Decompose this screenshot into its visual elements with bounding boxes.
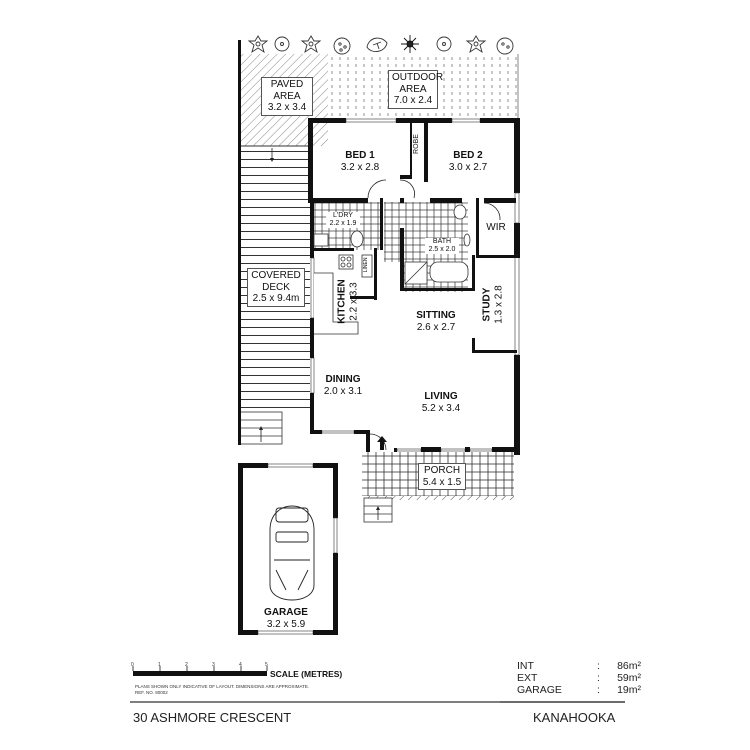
fixtures (313, 204, 471, 335)
label-laundry: L'DRY 2.2 x 1.9 (326, 212, 360, 229)
house-walls (308, 118, 520, 455)
label-kitchen: KITCHEN 2.2 x 3.3 (336, 279, 360, 324)
garage (238, 463, 338, 635)
label-outdoor-area: OUTDOOR AREA 7.0 x 2.4 (388, 70, 443, 109)
label-bath: BATH 2.5 x 2.0 (425, 238, 459, 255)
label-wir: WIR (486, 222, 506, 233)
scale-tick-5: 5 (265, 662, 268, 668)
label-sitting: SITTING 2.6 x 2.7 (416, 310, 456, 333)
label-robe: ROBE (412, 134, 420, 154)
label-porch: PORCH 5.4 x 1.5 (418, 463, 466, 490)
area-row-int: INT:86m² (517, 660, 641, 672)
label-bed-2: BED 2 3.0 x 2.7 (448, 150, 488, 173)
label-study: STUDY 1.3 x 2.8 (481, 285, 505, 324)
label-living: LIVING 5.2 x 3.4 (421, 391, 461, 414)
label-bed-1: BED 1 3.2 x 2.8 (340, 150, 380, 173)
scale-label: SCALE (METRES) (270, 669, 343, 679)
label-covered-deck: COVERED DECK 2.5 x 9.4m (247, 268, 305, 307)
suburb: KANAHOOKA (533, 710, 616, 725)
label-linen: LINEN (363, 257, 370, 273)
entry-arrow-icon (377, 436, 387, 450)
label-garage: GARAGE 3.2 x 5.9 (264, 607, 308, 630)
disclaimer: PLANS SHOWN ONLY INDICATIVE OF LAYOUT. D… (135, 684, 310, 695)
scale-tick-4: 4 (239, 662, 242, 668)
address: 30 ASHMORE CRESCENT (133, 710, 292, 725)
scale-tick-2: 2 (185, 662, 188, 668)
scale-bar (132, 666, 268, 676)
area-summary: INT:86m² EXT:59m² GARAGE:19m² (517, 660, 641, 696)
porch-stairs (363, 497, 393, 523)
scale-tick-0: 0 (131, 662, 134, 668)
garden-plants (247, 35, 514, 55)
label-dining: DINING 2.0 x 3.1 (323, 374, 363, 397)
label-paved-area: PAVED AREA 3.2 x 3.4 (261, 77, 313, 116)
car-icon (269, 505, 315, 601)
scale-tick-1: 1 (158, 662, 161, 668)
deck-stairs (239, 411, 283, 445)
scale-tick-3: 3 (212, 662, 215, 668)
area-row-ext: EXT:59m² (517, 672, 641, 684)
area-row-garage: GARAGE:19m² (517, 684, 641, 696)
